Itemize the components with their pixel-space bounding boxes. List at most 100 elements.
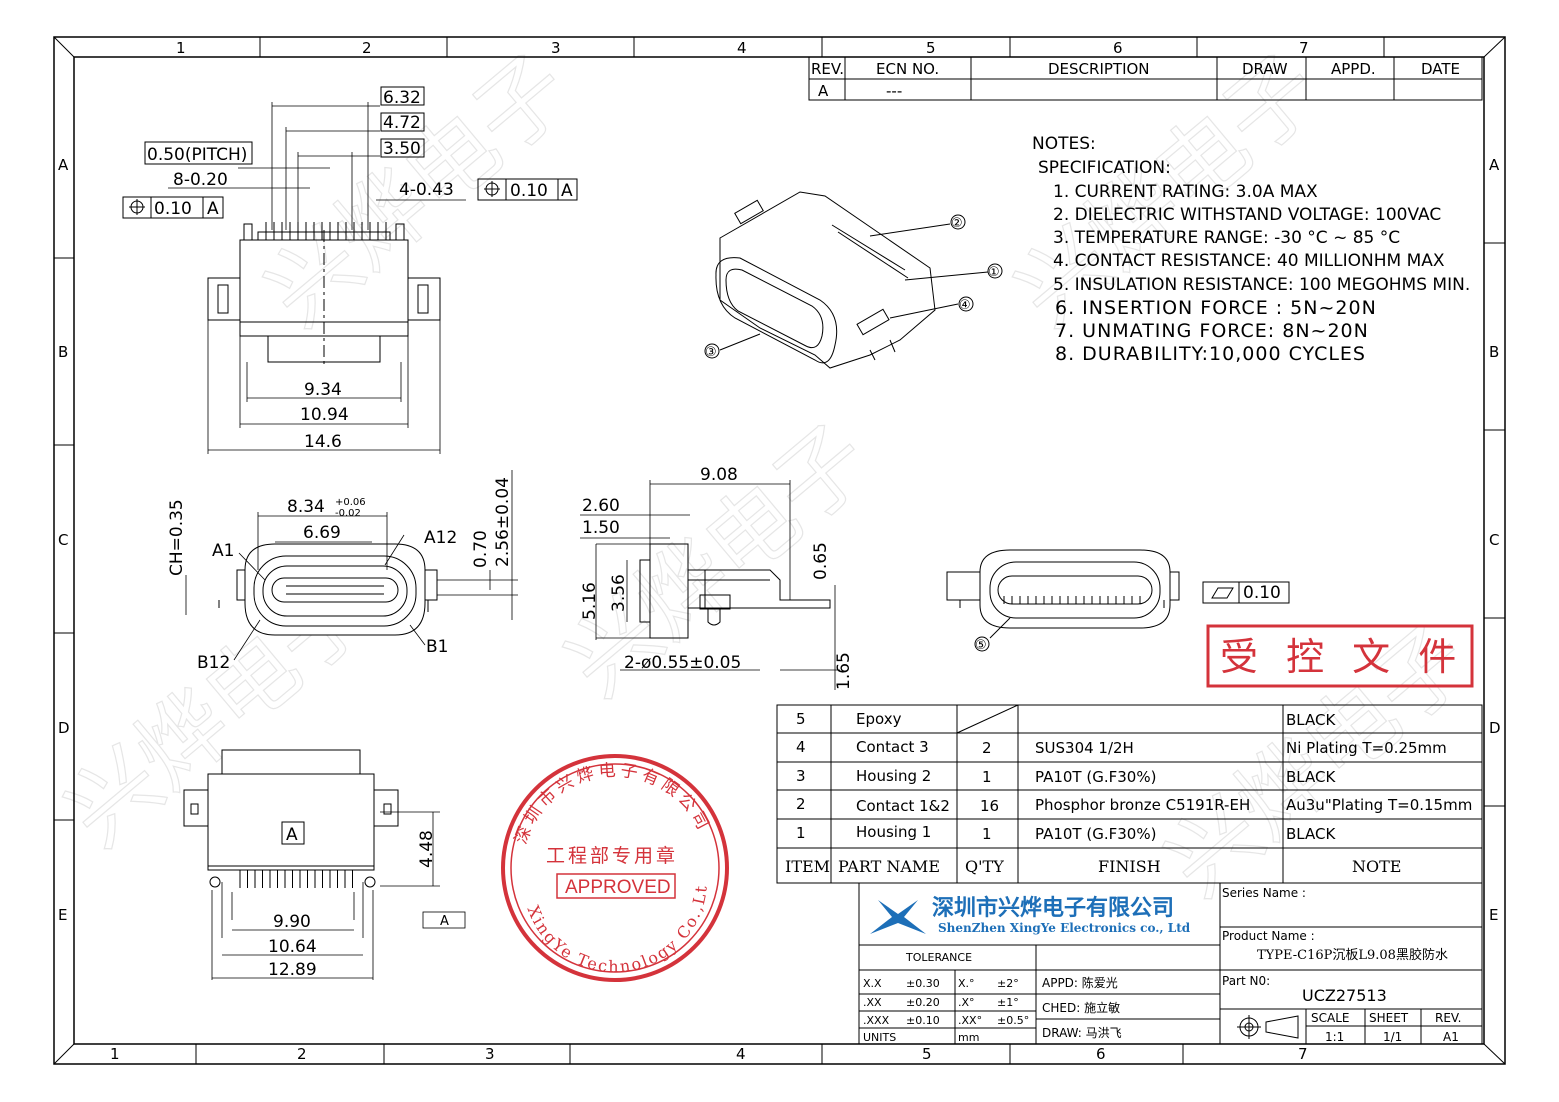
- svg-text:4. CONTACT RESISTANCE: 40 MILL: 4. CONTACT RESISTANCE: 40 MILLIONHM MAX: [1053, 251, 1445, 271]
- svg-text:Ni Plating T=0.25mm: Ni Plating T=0.25mm: [1286, 739, 1447, 757]
- svg-text:4-0.43: 4-0.43: [399, 180, 454, 200]
- svg-text:①: ①: [988, 265, 1000, 280]
- svg-text:Phosphor bronze C5191R-EH: Phosphor bronze C5191R-EH: [1035, 796, 1250, 814]
- svg-text:APPROVED: APPROVED: [565, 877, 671, 898]
- svg-text:②: ②: [951, 216, 963, 231]
- svg-text:.XX: .XX: [863, 996, 882, 1009]
- svg-text:9.34: 9.34: [304, 380, 342, 400]
- svg-text:PA10T (G.F30%): PA10T (G.F30%): [1035, 768, 1156, 786]
- svg-text:2: 2: [297, 1045, 307, 1063]
- flat-front-view: ⑤ 0.10: [946, 549, 1290, 653]
- svg-text:4: 4: [796, 738, 806, 756]
- svg-text:7. UNMATING FORCE: 8N~20N: 7. UNMATING FORCE: 8N~20N: [1055, 320, 1369, 342]
- title-block: 深圳市兴烨电子有限公司 ShenZhen XingYe Electronics …: [858, 882, 1483, 1045]
- svg-text:8-0.20: 8-0.20: [173, 170, 228, 190]
- svg-text:7: 7: [1299, 39, 1309, 57]
- svg-text:A1: A1: [1443, 1030, 1459, 1044]
- svg-text:0.65: 0.65: [811, 542, 831, 580]
- svg-text:B: B: [58, 343, 68, 361]
- notes: NOTES: SPECIFICATION: 1. CURRENT RATING:…: [1032, 134, 1470, 365]
- svg-text:8. DURABILITY:10,000 CYCLES: 8. DURABILITY:10,000 CYCLES: [1055, 343, 1366, 365]
- svg-text:6. INSERTION FORCE : 5N~20N: 6. INSERTION FORCE : 5N~20N: [1055, 297, 1377, 319]
- svg-text:REV.: REV.: [1435, 1011, 1461, 1025]
- svg-text:C: C: [58, 531, 68, 549]
- svg-text:4: 4: [736, 1045, 746, 1063]
- svg-text:+0.06: +0.06: [335, 497, 366, 508]
- svg-text:1:1: 1:1: [1325, 1030, 1344, 1044]
- svg-text:-0.02: -0.02: [335, 508, 361, 519]
- svg-text:DATE: DATE: [1421, 60, 1460, 78]
- svg-text:5. INSULATION RESISTANCE: 100: 5. INSULATION RESISTANCE: 100 MEGOHMS MI…: [1053, 275, 1470, 295]
- svg-text:A: A: [440, 914, 449, 929]
- svg-text:7: 7: [1298, 1045, 1308, 1063]
- svg-text:D: D: [58, 719, 70, 737]
- svg-text:mm: mm: [958, 1031, 979, 1044]
- svg-text:1: 1: [796, 824, 806, 842]
- bottom-view: A 4.48 9.90 10.64 12.89 A: [183, 749, 466, 980]
- svg-text:SCALE: SCALE: [1311, 1011, 1349, 1025]
- svg-text:1: 1: [982, 825, 992, 843]
- svg-text:Part N0:: Part N0:: [1222, 974, 1270, 988]
- svg-text:Q'TY: Q'TY: [965, 857, 1004, 876]
- svg-text:E: E: [58, 906, 67, 924]
- svg-text:ITEM: ITEM: [785, 857, 830, 876]
- svg-text:1: 1: [110, 1045, 120, 1063]
- svg-text:6: 6: [1096, 1045, 1106, 1063]
- svg-text:A: A: [207, 199, 219, 219]
- svg-text:5: 5: [796, 710, 806, 728]
- svg-text:3: 3: [551, 39, 561, 57]
- svg-text:±1°: ±1°: [997, 996, 1019, 1009]
- svg-text:0.10: 0.10: [154, 199, 192, 219]
- svg-text:A: A: [561, 181, 573, 201]
- svg-text:BLACK: BLACK: [1286, 711, 1336, 729]
- svg-text:9.08: 9.08: [700, 465, 738, 485]
- svg-text:B12: B12: [197, 653, 230, 673]
- watermark: 兴烨电子 兴烨电子 兴烨电子 兴烨电子 兴烨电子: [46, 34, 1490, 917]
- svg-text:±0.20: ±0.20: [906, 996, 940, 1009]
- svg-text:9.90: 9.90: [273, 912, 311, 932]
- svg-text:深圳市兴烨电子有限公司: 深圳市兴烨电子有限公司: [511, 761, 714, 847]
- svg-text:±0.10: ±0.10: [906, 1014, 940, 1027]
- svg-text:A1: A1: [212, 541, 234, 561]
- svg-text:SHEET: SHEET: [1369, 1011, 1409, 1025]
- svg-text:6: 6: [1113, 39, 1123, 57]
- svg-text:C: C: [1489, 531, 1499, 549]
- svg-text:1. CURRENT RATING: 3.0A MAX: 1. CURRENT RATING: 3.0A MAX: [1053, 182, 1318, 202]
- controlled-document-stamp: 受 控 文 件: [1206, 624, 1474, 688]
- svg-text:③: ③: [705, 345, 717, 360]
- side-view: 9.08 2.60 1.50 5.16 3.56 0.65 1.65 2-ø0.…: [580, 465, 854, 690]
- iso-view: [704, 191, 1003, 369]
- svg-text:6.32: 6.32: [383, 88, 421, 108]
- svg-text:BLACK: BLACK: [1286, 825, 1336, 843]
- svg-text:B1: B1: [426, 637, 448, 657]
- svg-text:受 控 文 件: 受 控 文 件: [1220, 635, 1464, 679]
- svg-text:3. TEMPERATURE RANGE: -30 °C ~: 3. TEMPERATURE RANGE: -30 °C ~ 85 °C: [1053, 228, 1400, 248]
- svg-text:10.64: 10.64: [268, 937, 317, 957]
- svg-text:FINISH: FINISH: [1098, 857, 1161, 876]
- svg-text:⑤: ⑤: [975, 638, 987, 653]
- svg-text:Epoxy: Epoxy: [856, 710, 902, 728]
- bom-table: 5 Epoxy BLACK 4 Contact 3 2 SUS304 1/2H …: [776, 704, 1483, 884]
- svg-text:1: 1: [982, 768, 992, 786]
- svg-text:APPD.: APPD.: [1331, 60, 1376, 78]
- svg-text:5.16: 5.16: [580, 582, 600, 620]
- svg-text:NOTE: NOTE: [1352, 857, 1401, 876]
- svg-text:A: A: [286, 825, 298, 845]
- svg-text:2-ø0.55±0.05: 2-ø0.55±0.05: [624, 653, 741, 673]
- svg-text:4: 4: [737, 39, 747, 57]
- svg-text:X.°: X.°: [958, 977, 975, 990]
- svg-text:A: A: [1489, 156, 1500, 174]
- svg-text:±0.5°: ±0.5°: [997, 1014, 1029, 1027]
- svg-text:0.70: 0.70: [471, 530, 491, 568]
- svg-text:Housing 1: Housing 1: [856, 823, 931, 841]
- svg-text:E: E: [1489, 906, 1498, 924]
- svg-text:0.10: 0.10: [510, 181, 548, 201]
- svg-text:PART NAME: PART NAME: [838, 857, 940, 876]
- svg-text:±2°: ±2°: [997, 977, 1019, 990]
- svg-text:UNITS: UNITS: [863, 1031, 896, 1044]
- svg-text:2: 2: [362, 39, 372, 57]
- svg-text:X.X: X.X: [863, 977, 882, 990]
- svg-text:10.94: 10.94: [300, 405, 349, 425]
- svg-text:NOTES:: NOTES:: [1032, 134, 1096, 154]
